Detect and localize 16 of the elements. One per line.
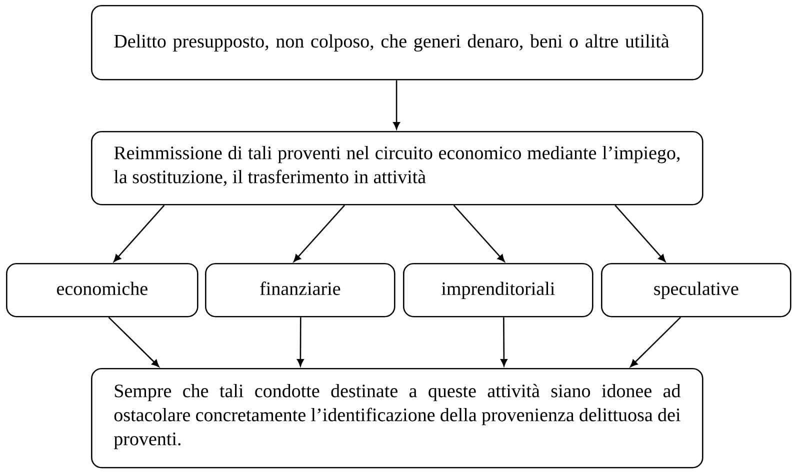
arrow bbox=[453, 204, 505, 262]
process-box: finanziarie bbox=[205, 263, 396, 318]
arrow bbox=[297, 317, 304, 366]
arrow bbox=[114, 204, 165, 262]
process-box: Reimmissione di tali proventi nel circuito economico mediante l’impiego, la sostituzione, il trasferimento in attività bbox=[91, 130, 704, 206]
arrow bbox=[108, 316, 160, 368]
arrow bbox=[294, 204, 345, 262]
process-box: Delitto presupposto, non colposo, che generi denaro, beni o altre utilità bbox=[91, 4, 704, 80]
process-box: speculative bbox=[601, 263, 792, 318]
process-box: Sempre che tali condotte destinate a queste attività siano idonee ad ostacolare concretamente l’identificazione della provenienza delittuosa dei proventi. bbox=[91, 368, 704, 468]
arrow bbox=[614, 204, 666, 262]
process-box: imprenditoriali bbox=[403, 263, 594, 318]
arrow bbox=[500, 317, 508, 366]
arrow bbox=[630, 316, 681, 368]
process-box: economiche bbox=[6, 263, 198, 318]
arrow bbox=[393, 80, 400, 130]
